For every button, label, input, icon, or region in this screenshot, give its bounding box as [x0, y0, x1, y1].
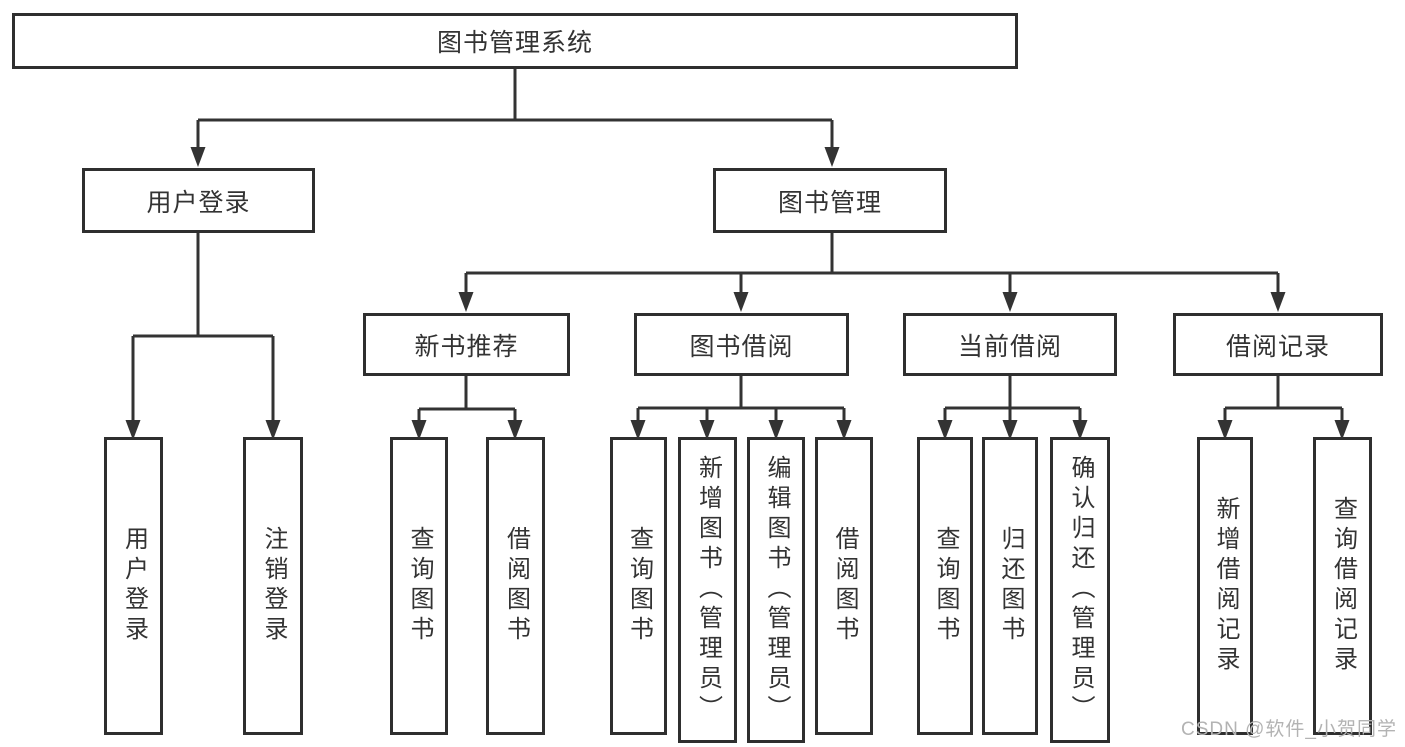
leaf-edit-books-admin: 编辑图书（管理员）	[747, 437, 805, 743]
arrowhead-icon	[1002, 292, 1018, 312]
arrowhead-icon	[1270, 292, 1286, 312]
node-book-borrow: 图书借阅	[634, 313, 849, 376]
node-new-book-recommend: 新书推荐	[363, 313, 570, 376]
leaf-borrow-books-1: 借阅图书	[486, 437, 545, 735]
leaf-query-books-1: 查询图书	[390, 437, 448, 735]
arrowhead-icon	[190, 147, 206, 167]
leaf-logout-login: 注销登录	[243, 437, 303, 735]
node-library-management-system: 图书管理系统	[12, 13, 1018, 69]
arrowhead-icon	[733, 292, 749, 312]
leaf-borrow-books-2: 借阅图书	[815, 437, 873, 735]
node-current-borrow: 当前借阅	[903, 313, 1117, 376]
node-borrow-records: 借阅记录	[1173, 313, 1383, 376]
arrowhead-icon	[824, 147, 840, 167]
watermark: CSDN @软件_小贺同学	[1181, 719, 1397, 740]
leaf-query-books-3: 查询图书	[917, 437, 973, 735]
node-user-login-branch: 用户登录	[82, 168, 315, 233]
leaf-return-books: 归还图书	[982, 437, 1038, 735]
leaf-query-books-2: 查询图书	[610, 437, 667, 735]
leaf-query-borrow-record: 查询借阅记录	[1313, 437, 1372, 735]
leaf-add-borrow-record: 新增借阅记录	[1197, 437, 1253, 735]
leaf-add-books-admin: 新增图书（管理员）	[678, 437, 737, 743]
leaf-confirm-return-admin: 确认归还（管理员）	[1050, 437, 1110, 743]
node-book-management: 图书管理	[713, 168, 947, 233]
arrowhead-icon	[458, 292, 474, 312]
leaf-user-login: 用户登录	[104, 437, 163, 735]
